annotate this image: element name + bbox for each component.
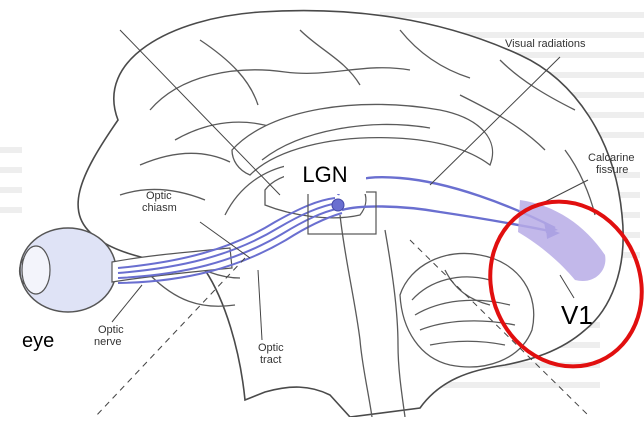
optic-tract-line2: tract bbox=[260, 354, 284, 366]
lgn-label: LGN bbox=[284, 156, 366, 194]
optic-chiasm-line1: Optic bbox=[146, 190, 177, 202]
eye-ball bbox=[20, 228, 117, 312]
calcarine-fissure-line2: fissure bbox=[596, 164, 634, 176]
optic-nerve-line2: nerve bbox=[94, 336, 124, 348]
optic-nerve-line1: Optic bbox=[98, 324, 124, 336]
eye-label: eye bbox=[22, 330, 54, 353]
eye-text: eye bbox=[22, 330, 54, 352]
optic-chiasm-line2: chiasm bbox=[142, 202, 177, 214]
calcarine-fissure-line1: Calcarine bbox=[588, 152, 634, 164]
lgn-text: LGN bbox=[302, 162, 347, 188]
optic-tract-line1: Optic bbox=[258, 342, 284, 354]
visual-radiations-text: Visual radiations bbox=[505, 38, 586, 50]
lgn-nucleus bbox=[332, 199, 344, 211]
optic-chiasm-label: Optic chiasm bbox=[142, 190, 177, 214]
v1-label: V1 bbox=[561, 300, 593, 331]
visual-radiations-label: Visual radiations bbox=[505, 38, 586, 50]
calcarine-fissure-label: Calcarine fissure bbox=[588, 152, 634, 176]
optic-nerve-label: Optic nerve bbox=[94, 324, 124, 348]
optic-tract-label: Optic tract bbox=[258, 342, 284, 366]
v1-text: V1 bbox=[561, 300, 593, 330]
